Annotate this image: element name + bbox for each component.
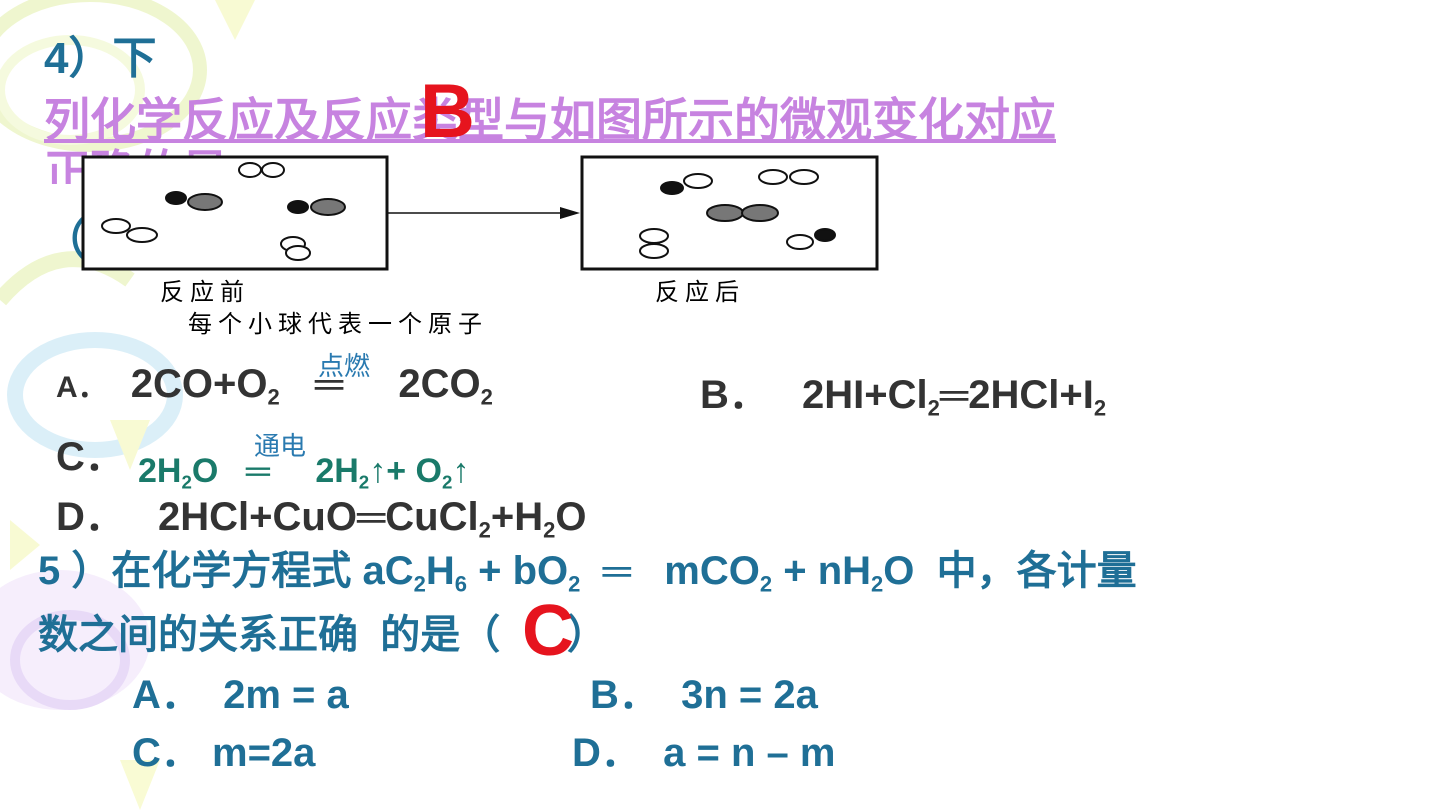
q4-option-a-sub1: 2 <box>267 384 280 410</box>
q4-option-a-condition: 点燃 <box>318 352 371 382</box>
q4-option-b-label: B． <box>700 373 769 417</box>
q4-option-a-eq: ═ <box>314 362 344 406</box>
q5-l1-p3: + bO <box>467 549 569 593</box>
q4-option-d: D． 2HCl+CuO═CuCl2+H2O <box>56 484 586 544</box>
q4-option-a-right: 2CO <box>398 362 481 406</box>
q4-option-a-sub2: 2 <box>480 384 493 410</box>
q5-option-c: C． m=2a <box>132 731 316 775</box>
q4-option-d-s1: 2 <box>478 517 491 543</box>
q4-option-b-s2: 2 <box>1093 395 1107 421</box>
q4-option-d-label: D． <box>56 495 125 539</box>
q5-answer: C <box>522 591 574 671</box>
reaction-diagram: 反应前 反应后 每个小球代表一个原子 <box>81 155 879 338</box>
diagram-caption: 每个小球代表一个原子 <box>188 310 488 338</box>
q4-option-d-p2: +H <box>490 495 544 539</box>
q4-option-a-label: A． <box>56 371 108 404</box>
label-before: 反应前 <box>160 278 250 306</box>
q4-option-c-s2: 2 <box>358 471 370 493</box>
q4-option-d-p3: O <box>555 495 587 539</box>
q5-l1-p5: + nH <box>772 549 872 593</box>
q4-option-d-p1: 2HCl+CuO═CuCl <box>158 495 479 539</box>
q4-option-c-eq: ═ <box>245 452 270 490</box>
q4-number: 4）下 <box>44 34 157 83</box>
q4-option-a: A． 2CO+O2 ═ 2CO2 <box>56 362 493 411</box>
q4-option-c-p1: 2H <box>138 452 182 490</box>
q5-option-a: A． 2m = a <box>132 673 349 717</box>
q5-l1-s2: 6 <box>454 571 467 597</box>
q4-open-paren: （ <box>44 216 87 263</box>
q5-l1-p6: O 中，各计量 <box>883 549 1137 593</box>
q4-option-c-p3: 2H <box>315 452 359 490</box>
q5-l1-s4: 2 <box>759 571 773 597</box>
q4-option-c-condition: 通电 <box>254 432 307 462</box>
q4-option-c-p4: ↑+ O <box>369 452 442 490</box>
q5-l1-s5: 2 <box>871 571 884 597</box>
q4-option-c-p2: O <box>191 452 219 490</box>
q5-option-b: B． 3n = 2a <box>590 673 818 717</box>
q4-option-b-s1: 2 <box>927 395 940 421</box>
arrow-head-icon <box>560 207 580 219</box>
q4-option-c-label: C． <box>56 435 125 479</box>
q4-option-b-p1: 2HI+Cl <box>802 373 928 417</box>
q5-l1-s3: 2 <box>568 571 581 597</box>
label-after: 反应后 <box>655 278 745 306</box>
q5-question-line1: 5 ）在化学方程式 aC2H6 + bO2 ═ mCO2 + nH2O 中，各计… <box>38 538 1137 598</box>
q5-l1-s1: 2 <box>413 571 426 597</box>
q4-question-line1: 列化学反应及反应类型与如图所示的微观变化对应 <box>44 94 1056 146</box>
q4-option-c-s3: 2 <box>441 471 453 493</box>
q4-option-a-left: 2CO+O <box>130 362 268 406</box>
q5-option-d: D． a = n – m <box>572 731 836 775</box>
q4-option-c-s1: 2 <box>181 471 192 493</box>
q5-question-line2: 数之间的关系正确 的是（ ） <box>38 613 607 657</box>
q4-option-c-equation: 2H2O ═ 2H2↑+ O2↑ <box>138 452 469 494</box>
q5-l1-p1: 5 ）在化学方程式 aC <box>38 549 414 593</box>
q5-l1-p4: ═ mCO <box>580 549 760 593</box>
q4-option-c-p5: ↑ <box>452 452 470 490</box>
q4-option-d-s2: 2 <box>543 517 556 543</box>
q4-answer: B <box>420 69 475 154</box>
q4-option-b-p2: ═2HCl+I <box>939 373 1094 417</box>
q5-l1-p2: H <box>425 549 455 593</box>
q4-option-b: B． 2HI+Cl2═2HCl+I2 <box>700 362 1106 422</box>
